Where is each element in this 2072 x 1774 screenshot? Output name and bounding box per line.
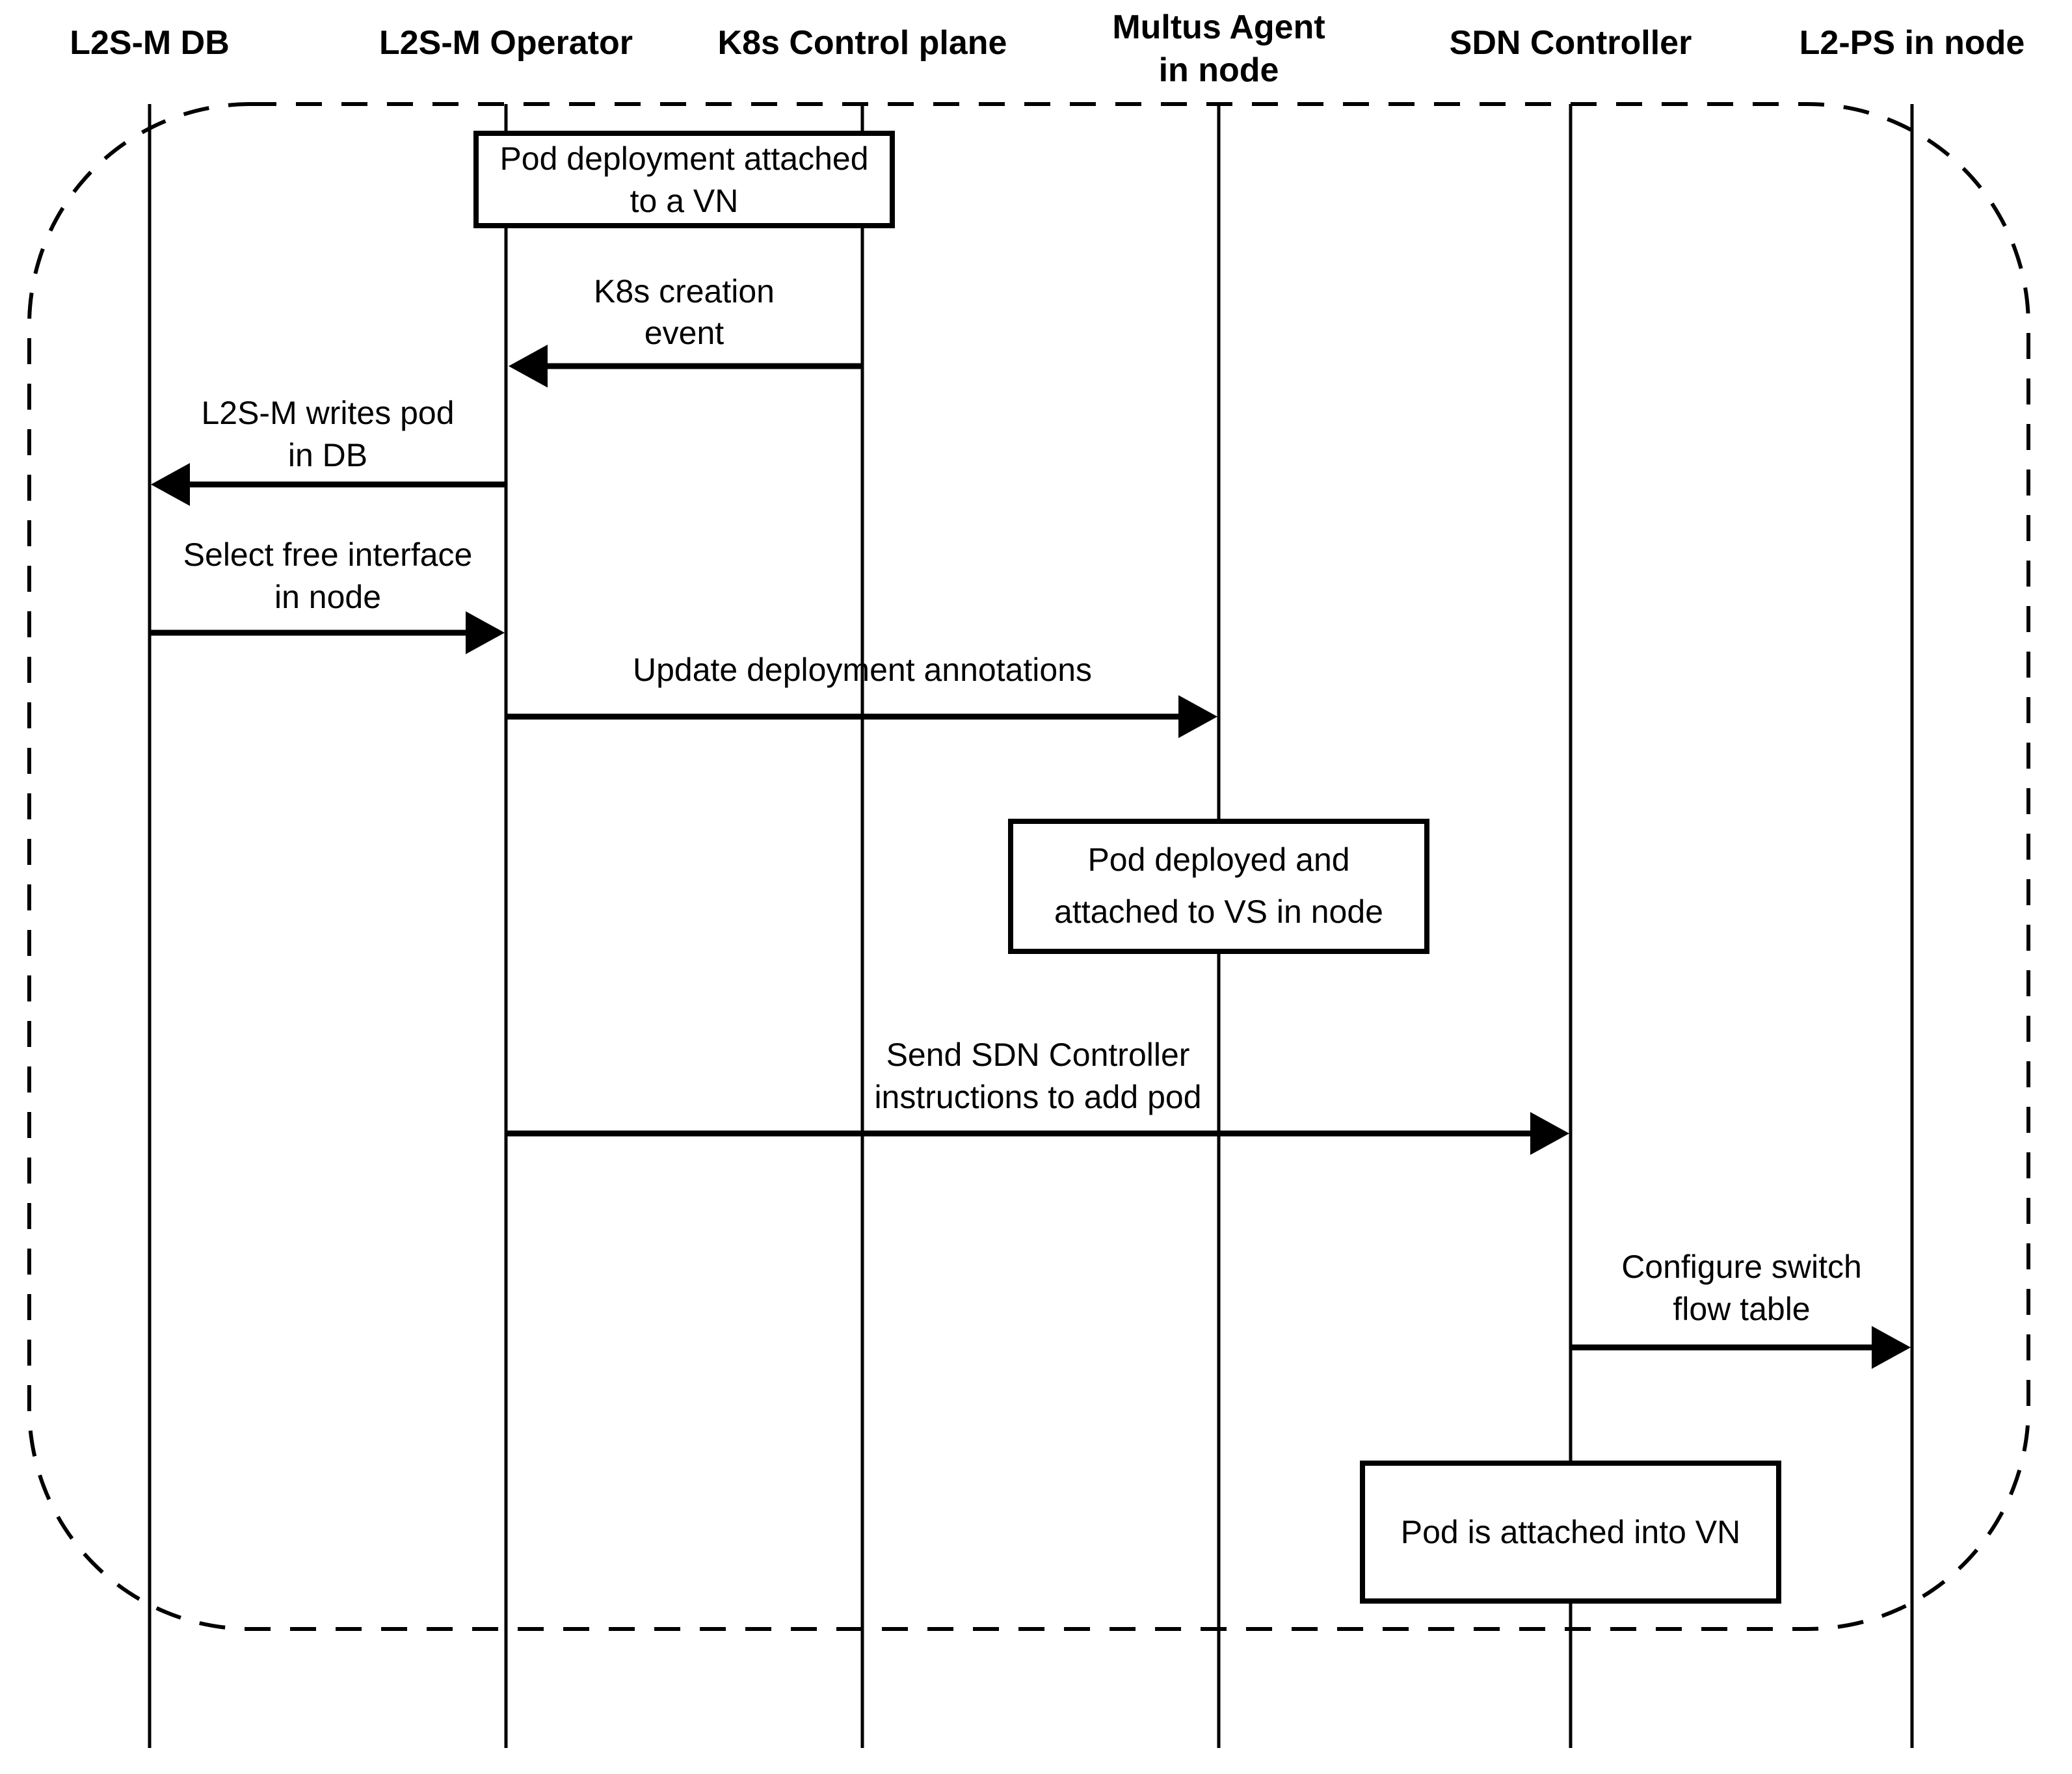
actor-label-multus-agent-line2: in node: [1159, 51, 1279, 89]
actor-label-k8s-control-plane: K8s Control plane: [718, 24, 1007, 62]
message-select-interface-label-line2: in node: [274, 579, 381, 615]
actor-label-l2sm-db: L2S-M DB: [70, 24, 230, 62]
message-sdn-instructions-label-line1: Send SDN Controller: [886, 1037, 1190, 1073]
message-k8s-creation-event-label-line2: event: [644, 315, 724, 351]
note-pod-deployed-line1: Pod deployed and: [1087, 841, 1349, 878]
note-pod-deployment-box: [473, 131, 895, 228]
message-writes-pod-label-line1: L2S-M writes pod: [201, 395, 454, 431]
actor-label-multus-agent-line1: Multus Agent: [1112, 8, 1325, 46]
actor-label-l2sm-operator: L2S-M Operator: [379, 24, 633, 62]
arrowhead-right-icon: [1530, 1112, 1569, 1155]
message-select-interface-label-line1: Select free interface: [183, 536, 473, 573]
message-configure-switch-label-line2: flow table: [1673, 1291, 1810, 1327]
arrowhead-right-icon: [1872, 1326, 1911, 1369]
arrowhead-right-icon: [1178, 695, 1217, 738]
note-pod-deployment-line2: to a VN: [630, 183, 739, 219]
arrowhead-right-icon: [466, 611, 505, 654]
note-pod-attached-box: [1360, 1461, 1781, 1604]
note-pod-attached-line1: Pod is attached into VN: [1401, 1514, 1741, 1550]
actor-label-sdn-controller: SDN Controller: [1450, 24, 1692, 62]
actor-label-l2ps-in-node: L2-PS in node: [1800, 24, 2025, 62]
note-pod-deployment-line1: Pod deployment attached: [499, 140, 868, 177]
message-update-annotations-label: Update deployment annotations: [633, 652, 1092, 688]
system-boundary-dashed-border: [27, 102, 2030, 1631]
arrowhead-left-icon: [151, 463, 190, 506]
note-pod-deployed-box: [1008, 819, 1429, 954]
arrowhead-left-icon: [509, 345, 548, 388]
message-sdn-instructions-label-line2: instructions to add pod: [874, 1079, 1201, 1115]
note-pod-deployed-line2: attached to VS in node: [1054, 894, 1383, 930]
message-configure-switch-label-line1: Configure switch: [1621, 1249, 1862, 1285]
message-k8s-creation-event-label-line1: K8s creation: [594, 273, 775, 310]
message-writes-pod-label-line2: in DB: [288, 437, 367, 473]
